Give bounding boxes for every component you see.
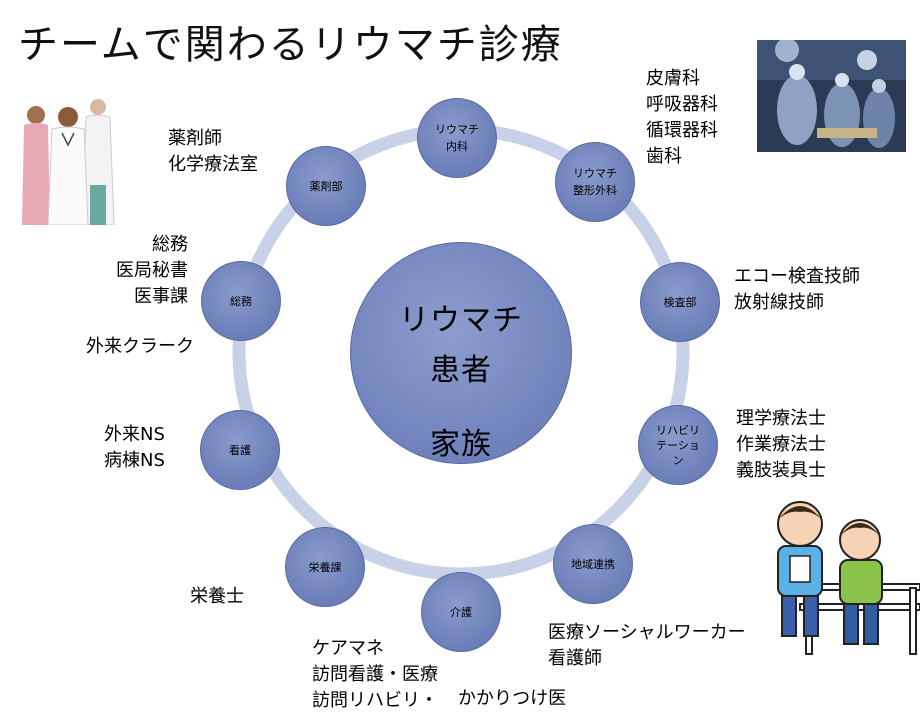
page-title: チームで関わるリウマチ診療 <box>18 22 563 68</box>
node-nutrition: 栄養課 <box>285 527 365 607</box>
center-line-rheumatism: リウマチ <box>399 303 523 338</box>
node-general-affairs: 総務 <box>201 261 281 341</box>
label-rehab-staff: 理学療法士 作業療法士 義肢装具士 <box>736 408 826 481</box>
label-lab-staff: エコー検査技師 放射線技師 <box>734 266 860 313</box>
node-rheumatology: リウマチ内科 <box>417 98 497 178</box>
label-nutritionist: 栄養士 <box>190 586 244 607</box>
label-general-affairs-staff: 総務 医局秘書 医事課 <box>116 234 188 307</box>
label-family-doctor: かかりつけ医 <box>458 688 567 709</box>
node-orthopedics: リウマチ整形外科 <box>555 142 635 222</box>
surgery-photo <box>757 40 906 152</box>
center-line-family: 家族 <box>430 427 492 462</box>
label-community-staff: 医療ソーシャルワーカー 看護師 <box>548 622 746 669</box>
rehabilitation-illustration <box>777 501 920 655</box>
label-specialties: 皮膚科 呼吸器科 循環器科 歯科 <box>646 68 718 167</box>
node-lab: 検査部 <box>640 262 720 342</box>
node-community: 地域連携 <box>553 524 633 604</box>
medical-staff-photo <box>12 95 120 225</box>
patient-family-center: リウマチ 患者 家族 <box>350 242 572 464</box>
node-care: 介護 <box>421 572 501 652</box>
label-outpatient-clerk: 外来クラーク <box>86 336 194 357</box>
label-pharmacy-staff: 薬剤師 化学療法室 <box>168 128 258 175</box>
label-nursing-staff: 外来NS 病棟NS <box>104 424 165 471</box>
center-line-patient: 患者 <box>430 353 492 388</box>
node-pharmacy: 薬剤部 <box>286 146 366 226</box>
label-care-staff: ケアマネ 訪問看護・医療 訪問リハビリ・ <box>312 638 438 711</box>
node-nursing: 看護 <box>200 410 280 490</box>
node-rehab: リハビリテーション <box>638 405 718 485</box>
